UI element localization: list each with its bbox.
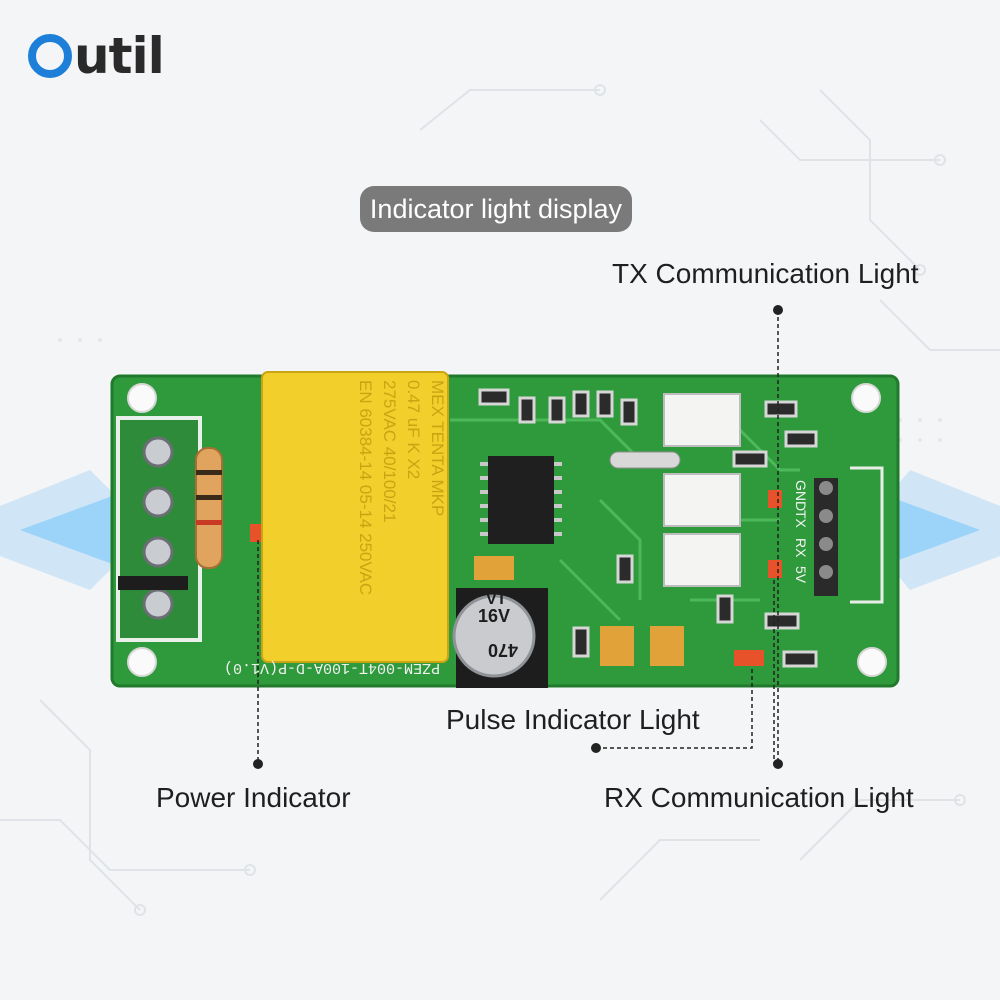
crystal	[609, 451, 681, 469]
resistor	[195, 447, 223, 569]
electrolytic-value: 470	[488, 640, 518, 660]
rx-callout-label: RX Communication Light	[604, 782, 914, 813]
pulse-leader-line	[596, 666, 753, 749]
capacitor-line-3: 275VAC 40/100/21	[380, 380, 399, 522]
capacitor-line-1: MEX TENTA MKP	[428, 380, 447, 516]
pulse-led	[734, 650, 764, 666]
rx-leader-dot	[773, 759, 783, 769]
main-ic-chip	[488, 456, 554, 544]
optocoupler	[663, 533, 741, 587]
terminal-screw	[142, 436, 174, 468]
pin-label-rx: RX	[793, 538, 809, 558]
terminal-screw	[142, 588, 174, 620]
electrolytic-capacitor	[452, 594, 536, 678]
optocoupler	[663, 393, 741, 447]
terminal-screw	[142, 536, 174, 568]
terminal-screw	[142, 486, 174, 518]
brand-logo: util	[28, 26, 165, 86]
silkscreen-model: PZEM-004T-100A-D-P(V1.0)	[224, 659, 440, 676]
x2-capacitor	[261, 371, 449, 663]
mounting-hole	[851, 383, 881, 413]
rx-led	[768, 560, 782, 578]
tantalum-capacitor	[600, 626, 634, 666]
pulse-leader-dot	[591, 743, 601, 753]
section-badge: Indicator light display	[360, 186, 632, 232]
tx-led	[768, 490, 782, 508]
pin-label-gnd: GND	[793, 480, 809, 511]
mounting-hole	[857, 647, 887, 677]
brand-logo-ring	[28, 34, 72, 78]
pin-label-tx: TX	[793, 510, 809, 529]
pulse-callout-label: Pulse Indicator Light	[446, 704, 700, 735]
brand-logo-text: util	[74, 27, 165, 85]
tantalum-capacitor	[650, 626, 684, 666]
mounting-hole	[127, 383, 157, 413]
power-callout-label: Power Indicator	[156, 782, 351, 813]
tx-leader-dot	[773, 305, 783, 315]
capacitor-line-2: 0.47 uF K X2	[404, 380, 423, 479]
power-led	[250, 524, 262, 542]
electrolytic-voltage: 16V	[478, 606, 510, 626]
mounting-hole	[127, 647, 157, 677]
power-leader-dot	[253, 759, 263, 769]
tantalum-capacitor	[474, 556, 514, 580]
electrolytic-series: VT	[486, 591, 507, 608]
tx-callout-label: TX Communication Light	[612, 258, 919, 289]
pin-label-5v: 5V	[793, 566, 809, 584]
optocoupler	[663, 473, 741, 527]
capacitor-line-4: EN 60384-14 05-14 250VAC	[356, 380, 375, 595]
